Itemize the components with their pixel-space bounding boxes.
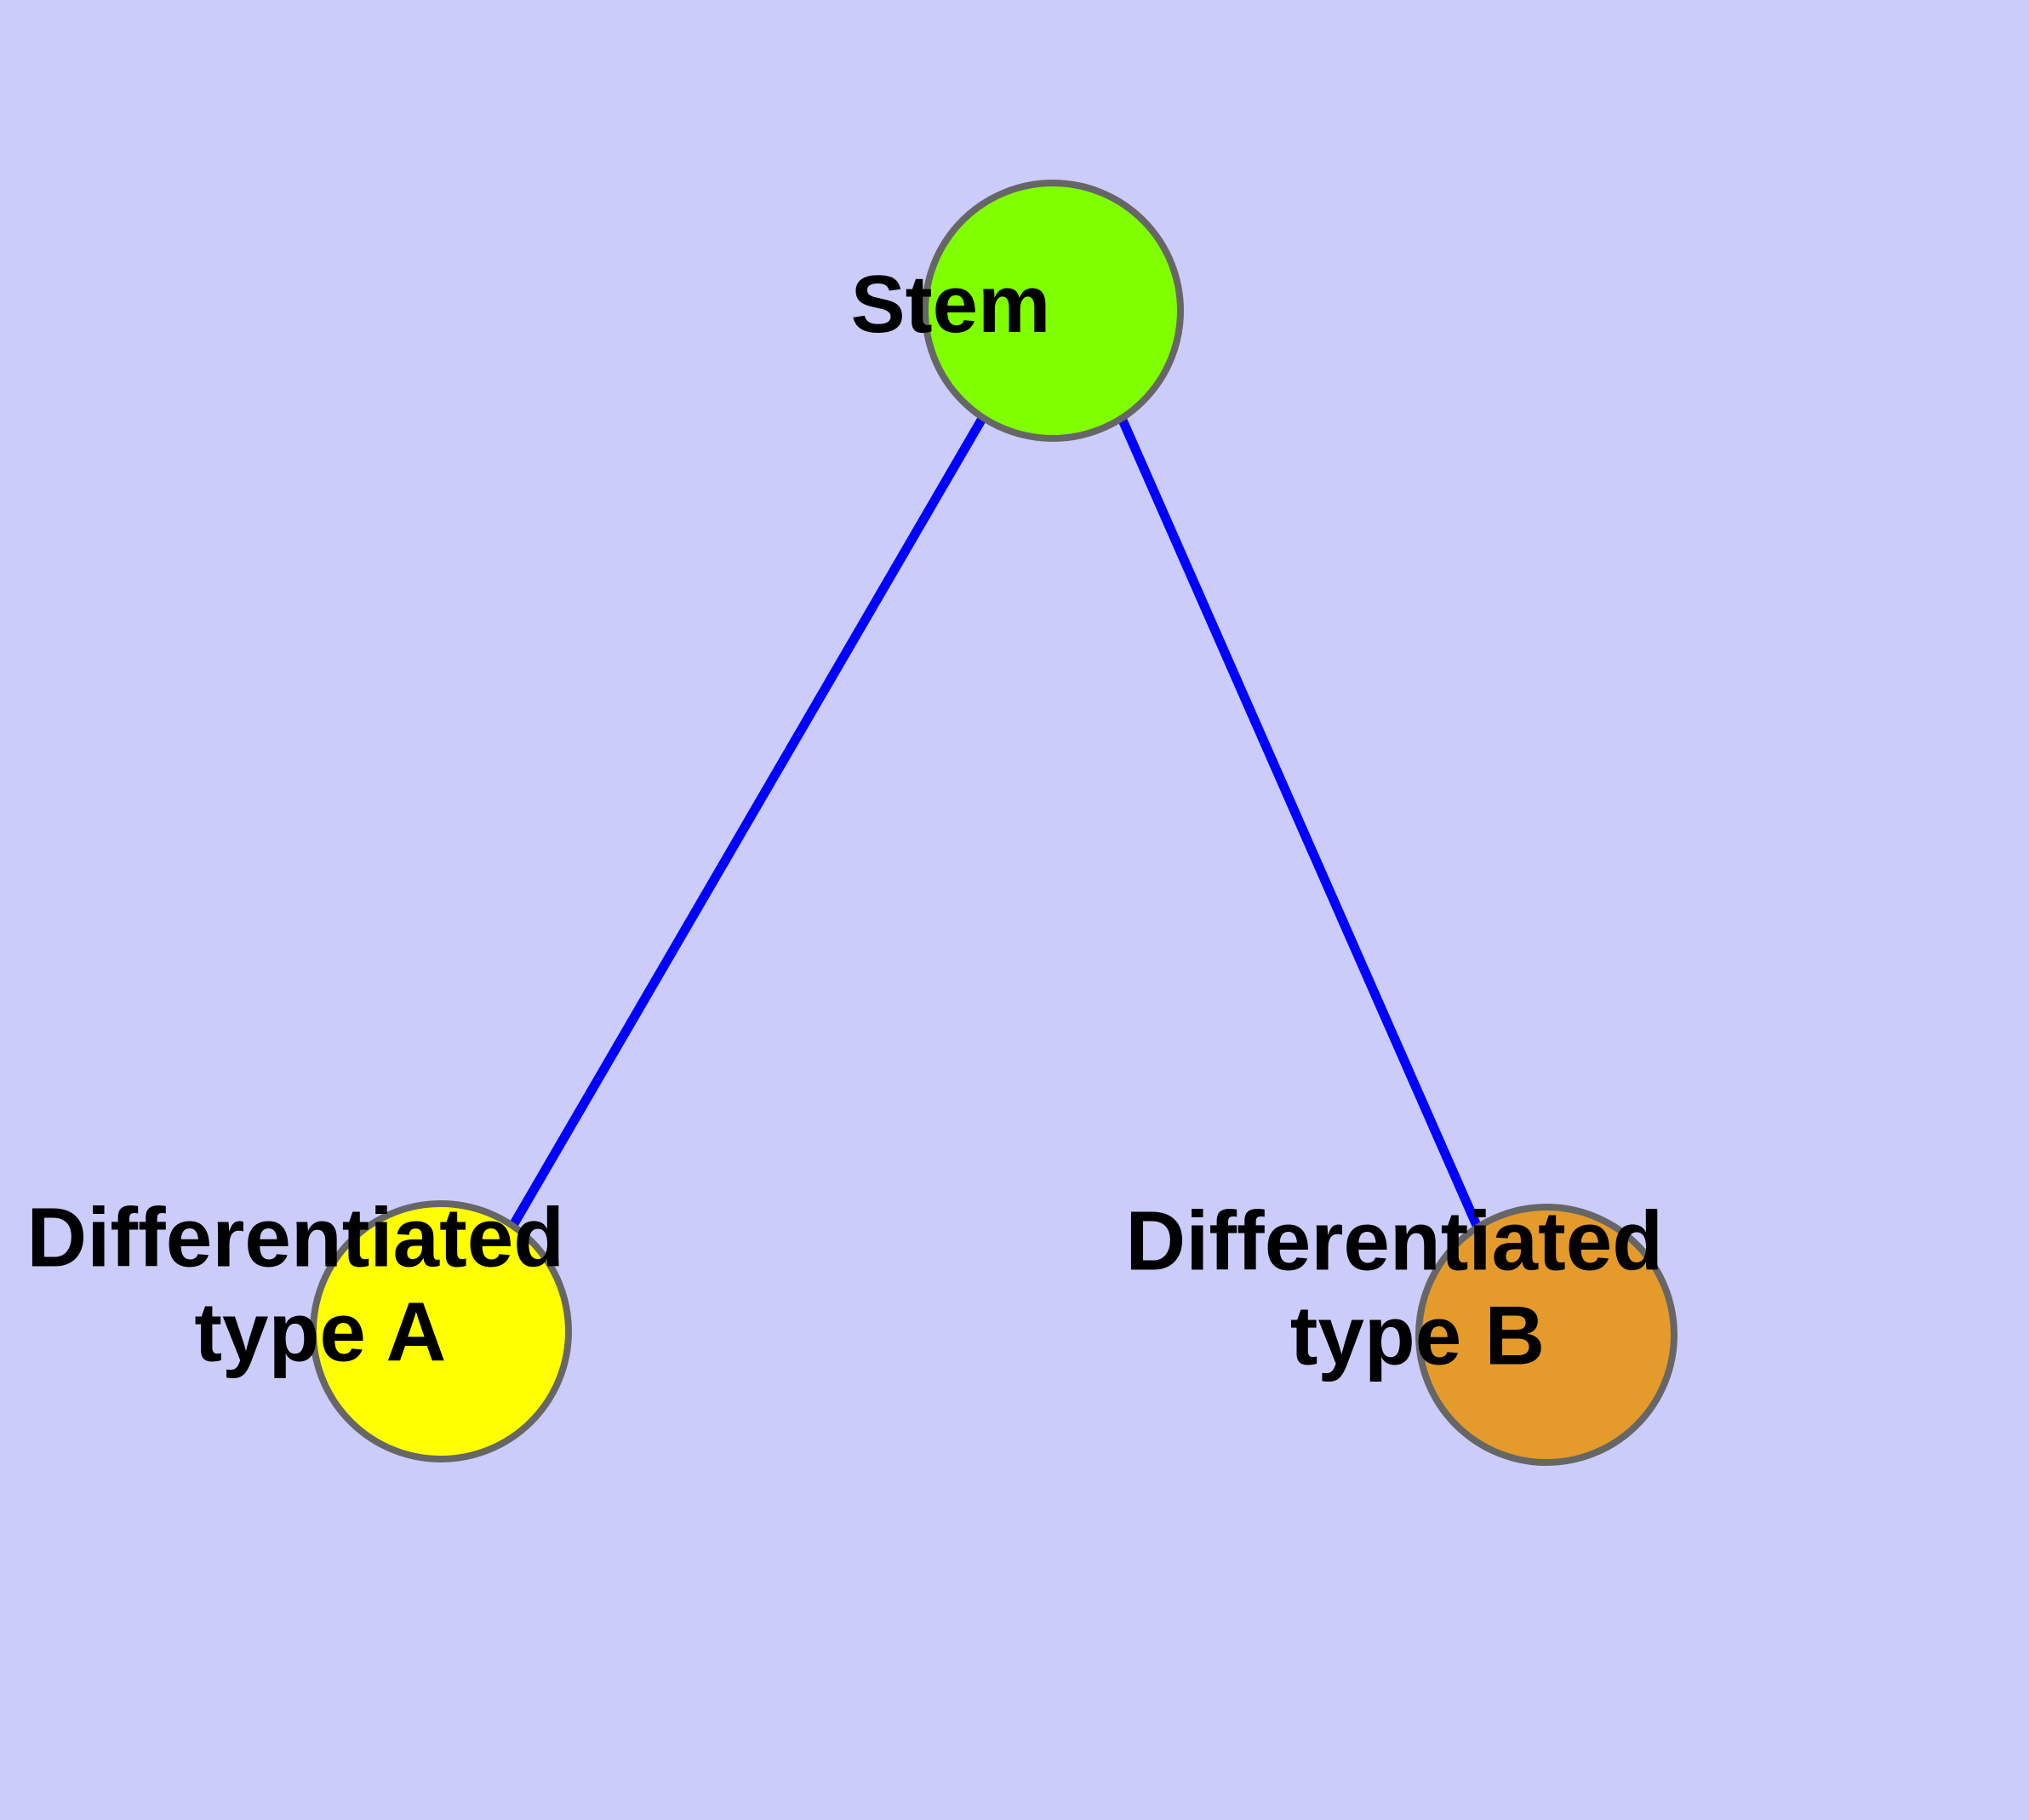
edges-layer — [508, 414, 1483, 1232]
node-diff-b-label-line-2: type B — [1290, 1288, 1546, 1382]
node-diff-a[interactable]: Differentiated type A — [0, 0, 820, 1462]
node-diff-b[interactable]: Differentiated type B — [0, 0, 1918, 1466]
node-diff-a-label-line-1: Differentiated — [26, 1191, 564, 1285]
nodes-layer: Stem Differentiated type A Differentiate… — [0, 0, 1918, 1466]
edge-stem-to-diff-b[interactable] — [1116, 414, 1483, 1232]
node-diff-b-label: Differentiated type B — [1125, 1194, 1663, 1382]
node-stem-circle[interactable] — [922, 180, 1184, 442]
node-diff-b-label-line-1: Differentiated — [1125, 1194, 1663, 1288]
node-diff-a-label-line-2: type A — [194, 1285, 444, 1378]
node-stem[interactable]: Stem — [0, 0, 1255, 442]
node-diff-b-circle[interactable] — [1415, 1204, 1677, 1466]
node-diff-a-circle[interactable] — [310, 1200, 572, 1462]
edge-stem-to-diff-a[interactable] — [508, 415, 987, 1229]
node-stem-label: Stem — [0, 0, 1255, 350]
node-diff-a-label: Differentiated type A — [0, 0, 820, 1378]
node-stem-label-line-1: Stem — [851, 259, 1051, 350]
